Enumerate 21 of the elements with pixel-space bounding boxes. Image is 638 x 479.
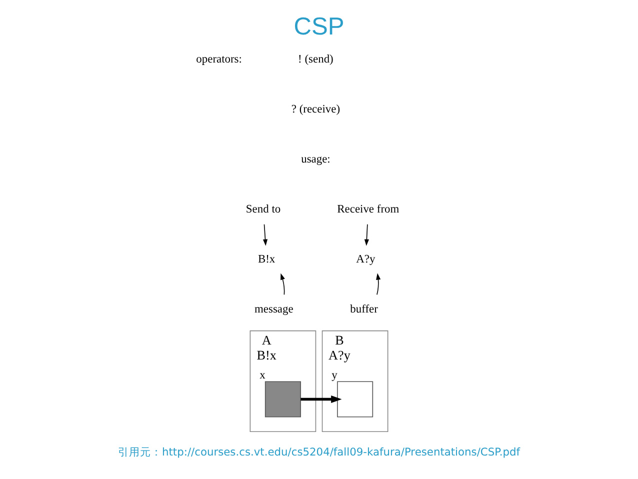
node-text: B!x (258, 254, 276, 266)
diagram-title: CSP (294, 13, 344, 40)
node-text: Send to (246, 204, 281, 216)
node-label: y (332, 370, 338, 382)
arrow (376, 273, 381, 296)
arrow (262, 224, 268, 246)
node-box (337, 381, 374, 418)
node-text: Receive from (337, 204, 400, 216)
arrow (280, 273, 285, 296)
label: usage: (301, 154, 330, 166)
node-label: x (260, 370, 266, 382)
node-text: A?y (356, 254, 376, 266)
label: ! (send) (298, 54, 334, 66)
caption: 引用元：http://courses.cs.vt.edu/cs5204/fall09-kafura/Presentations/CSP.pdf (118, 446, 520, 459)
arrow (364, 224, 369, 246)
arrow (300, 396, 342, 403)
label: ? (receive) (291, 104, 340, 116)
node-text: message (254, 304, 294, 316)
node-box (264, 381, 301, 418)
label: operators: (196, 54, 242, 66)
node-text: buffer (350, 304, 378, 316)
